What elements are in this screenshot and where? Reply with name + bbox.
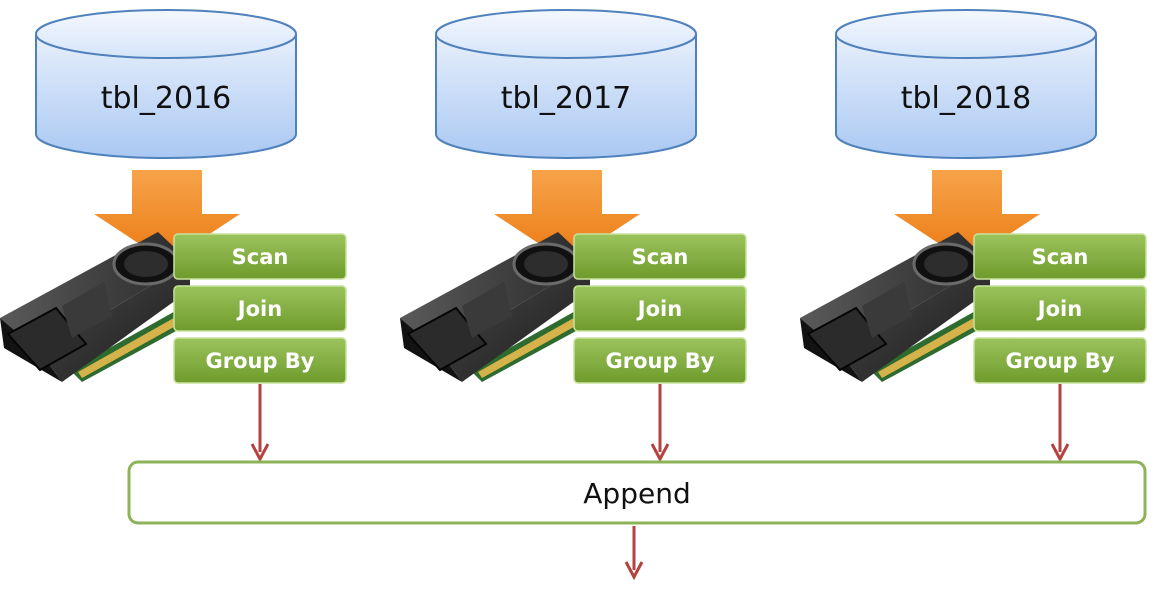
- op-box-join: Join: [573, 285, 747, 332]
- gpu-card-icon: [400, 232, 600, 382]
- op-box-group-by: Group By: [573, 337, 747, 384]
- gpu-card-icon: [800, 232, 1000, 382]
- database-icon: tbl_2017: [435, 9, 697, 159]
- pipeline-column-1: tbl_2016 Scan Join Group By: [0, 9, 347, 463]
- op-box-join: Join: [173, 285, 347, 332]
- op-label-group-by: Group By: [1005, 349, 1114, 373]
- pipeline-column-3: tbl_2018 Scan Join Group By: [800, 9, 1147, 463]
- op-label-join: Join: [1036, 297, 1082, 321]
- database-icon: tbl_2016: [35, 9, 297, 159]
- op-label-group-by: Group By: [205, 349, 314, 373]
- red-down-arrow-icon: [624, 526, 644, 581]
- orange-down-arrow-icon: [94, 170, 240, 262]
- red-down-arrow-icon: [1050, 384, 1070, 463]
- op-box-scan: Scan: [173, 233, 347, 280]
- append-label: Append: [583, 477, 690, 510]
- op-label-scan: Scan: [1032, 245, 1089, 269]
- red-down-arrow-icon: [650, 384, 670, 463]
- op-label-scan: Scan: [632, 245, 689, 269]
- append-box: Append: [127, 460, 1147, 525]
- op-box-scan: Scan: [573, 233, 747, 280]
- op-label-join: Join: [636, 297, 682, 321]
- pipeline-column-2: tbl_2017 Scan Join Group By: [400, 9, 747, 463]
- gpu-card-icon: [0, 232, 200, 382]
- database-icon: tbl_2018: [835, 9, 1097, 159]
- op-label-group-by: Group By: [605, 349, 714, 373]
- op-label-join: Join: [236, 297, 282, 321]
- op-label-scan: Scan: [232, 245, 289, 269]
- orange-down-arrow-icon: [494, 170, 640, 262]
- table-name-label: tbl_2016: [101, 81, 232, 116]
- table-name-label: tbl_2017: [501, 81, 632, 116]
- table-name-label: tbl_2018: [901, 81, 1032, 116]
- op-box-scan: Scan: [973, 233, 1147, 280]
- op-box-group-by: Group By: [973, 337, 1147, 384]
- op-box-group-by: Group By: [173, 337, 347, 384]
- red-down-arrow-icon: [250, 384, 270, 463]
- op-box-join: Join: [973, 285, 1147, 332]
- orange-down-arrow-icon: [894, 170, 1040, 262]
